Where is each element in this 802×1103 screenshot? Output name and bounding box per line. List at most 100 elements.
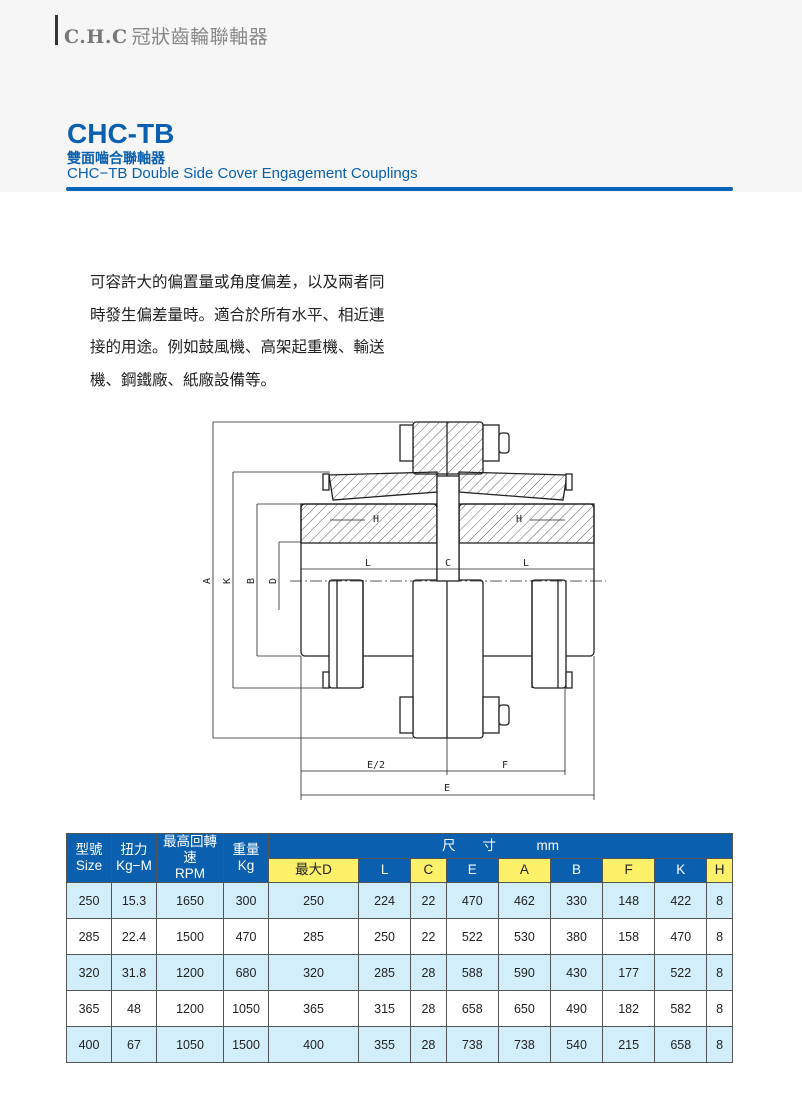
col-header-k: K xyxy=(654,857,708,883)
table-cell: 430 xyxy=(549,954,604,991)
table-cell: 522 xyxy=(445,918,499,955)
col-header-max-d: 最大D xyxy=(267,857,360,883)
table-cell: 1500 xyxy=(156,918,224,955)
dim-label-l-right: L xyxy=(523,558,529,569)
dim-label-h-right: H xyxy=(516,514,522,525)
table-cell: 8 xyxy=(706,1026,733,1063)
table-cell: 158 xyxy=(602,918,656,955)
table-cell: 31.8 xyxy=(111,954,157,991)
brand-logo: C.H.C xyxy=(64,26,128,48)
table-cell: 15.3 xyxy=(111,882,157,919)
dim-label-e: E xyxy=(444,783,450,794)
col-header-c: C xyxy=(410,857,447,883)
table-cell: 658 xyxy=(445,990,499,1027)
table-cell: 355 xyxy=(358,1026,412,1063)
table-cell: 300 xyxy=(223,882,269,919)
table-cell: 8 xyxy=(706,918,733,955)
product-name-cn: 雙面嚙合聯軸器 xyxy=(67,150,165,166)
table-cell: 400 xyxy=(66,1026,112,1063)
header-accent-bar xyxy=(55,15,58,45)
table-cell: 1050 xyxy=(223,990,269,1027)
table-cell: 148 xyxy=(602,882,656,919)
table-cell: 588 xyxy=(445,954,499,991)
dim-label-d: D xyxy=(268,578,279,584)
table-cell: 28 xyxy=(410,1026,447,1063)
description-line: 時發生偏差量時。適合於所有水平、相近連 xyxy=(90,305,385,324)
dim-label-h-left: H xyxy=(373,514,379,525)
table-cell: 182 xyxy=(602,990,656,1027)
table-cell: 470 xyxy=(223,918,269,955)
table-cell: 365 xyxy=(267,990,360,1027)
table-cell: 22.4 xyxy=(111,918,157,955)
table-cell: 680 xyxy=(223,954,269,991)
table-cell: 28 xyxy=(410,954,447,991)
table-cell: 22 xyxy=(410,918,447,955)
table-cell: 285 xyxy=(66,918,112,955)
table-cell: 530 xyxy=(497,918,551,955)
table-cell: 540 xyxy=(549,1026,604,1063)
table-cell: 590 xyxy=(497,954,551,991)
table-cell: 320 xyxy=(66,954,112,991)
table-cell: 470 xyxy=(445,882,499,919)
table-cell: 215 xyxy=(602,1026,656,1063)
table-cell: 658 xyxy=(654,1026,708,1063)
table-cell: 738 xyxy=(497,1026,551,1063)
table-cell: 522 xyxy=(654,954,708,991)
table-cell: 48 xyxy=(111,990,157,1027)
table-cell: 250 xyxy=(267,882,360,919)
description-line: 機、鋼鐵廠、紙廠設備等。 xyxy=(90,370,277,389)
col-header-f: F xyxy=(602,857,656,883)
table-cell: 67 xyxy=(111,1026,157,1063)
table-cell: 330 xyxy=(549,882,604,919)
table-cell: 8 xyxy=(706,990,733,1027)
col-header-a: A xyxy=(497,857,551,883)
description-line: 接的用途。例如鼓風機、高架起重機、輸送 xyxy=(90,338,385,356)
table-cell: 320 xyxy=(267,954,360,991)
table-cell: 470 xyxy=(654,918,708,955)
table-cell: 28 xyxy=(410,990,447,1027)
col-header-h: H xyxy=(706,857,733,883)
table-cell: 1200 xyxy=(156,990,224,1027)
col-header-b: B xyxy=(549,857,604,883)
dim-label-l-left: L xyxy=(365,558,371,569)
table-cell: 250 xyxy=(358,918,412,955)
table-cell: 650 xyxy=(497,990,551,1027)
table-cell: 582 xyxy=(654,990,708,1027)
table-cell: 285 xyxy=(358,954,412,991)
table-cell: 462 xyxy=(497,882,551,919)
col-header-e: E xyxy=(445,857,499,883)
table-cell: 8 xyxy=(706,882,733,919)
dim-label-k: K xyxy=(222,578,233,584)
product-model: CHC-TB xyxy=(67,118,175,149)
table-cell: 380 xyxy=(549,918,604,955)
table-cell: 285 xyxy=(267,918,360,955)
dim-label-e-half: E/2 xyxy=(367,760,385,771)
product-name-en: CHC−TB Double Side Cover Engagement Coup… xyxy=(67,165,418,182)
col-header-l: L xyxy=(358,857,412,883)
table-cell: 738 xyxy=(445,1026,499,1063)
table-cell: 177 xyxy=(602,954,656,991)
table-cell: 22 xyxy=(410,882,447,919)
table-cell: 490 xyxy=(549,990,604,1027)
table-cell: 8 xyxy=(706,954,733,991)
dim-label-c: C xyxy=(445,558,451,569)
header-band xyxy=(0,0,802,192)
table-cell: 1650 xyxy=(156,882,224,919)
table-cell: 1050 xyxy=(156,1026,224,1063)
table-cell: 1200 xyxy=(156,954,224,991)
table-cell: 365 xyxy=(66,990,112,1027)
table-cell: 224 xyxy=(358,882,412,919)
description-line: 可容許大的偏置量或角度偏差，以及兩者同 xyxy=(90,273,385,291)
title-rule xyxy=(66,187,733,191)
table-cell: 400 xyxy=(267,1026,360,1063)
